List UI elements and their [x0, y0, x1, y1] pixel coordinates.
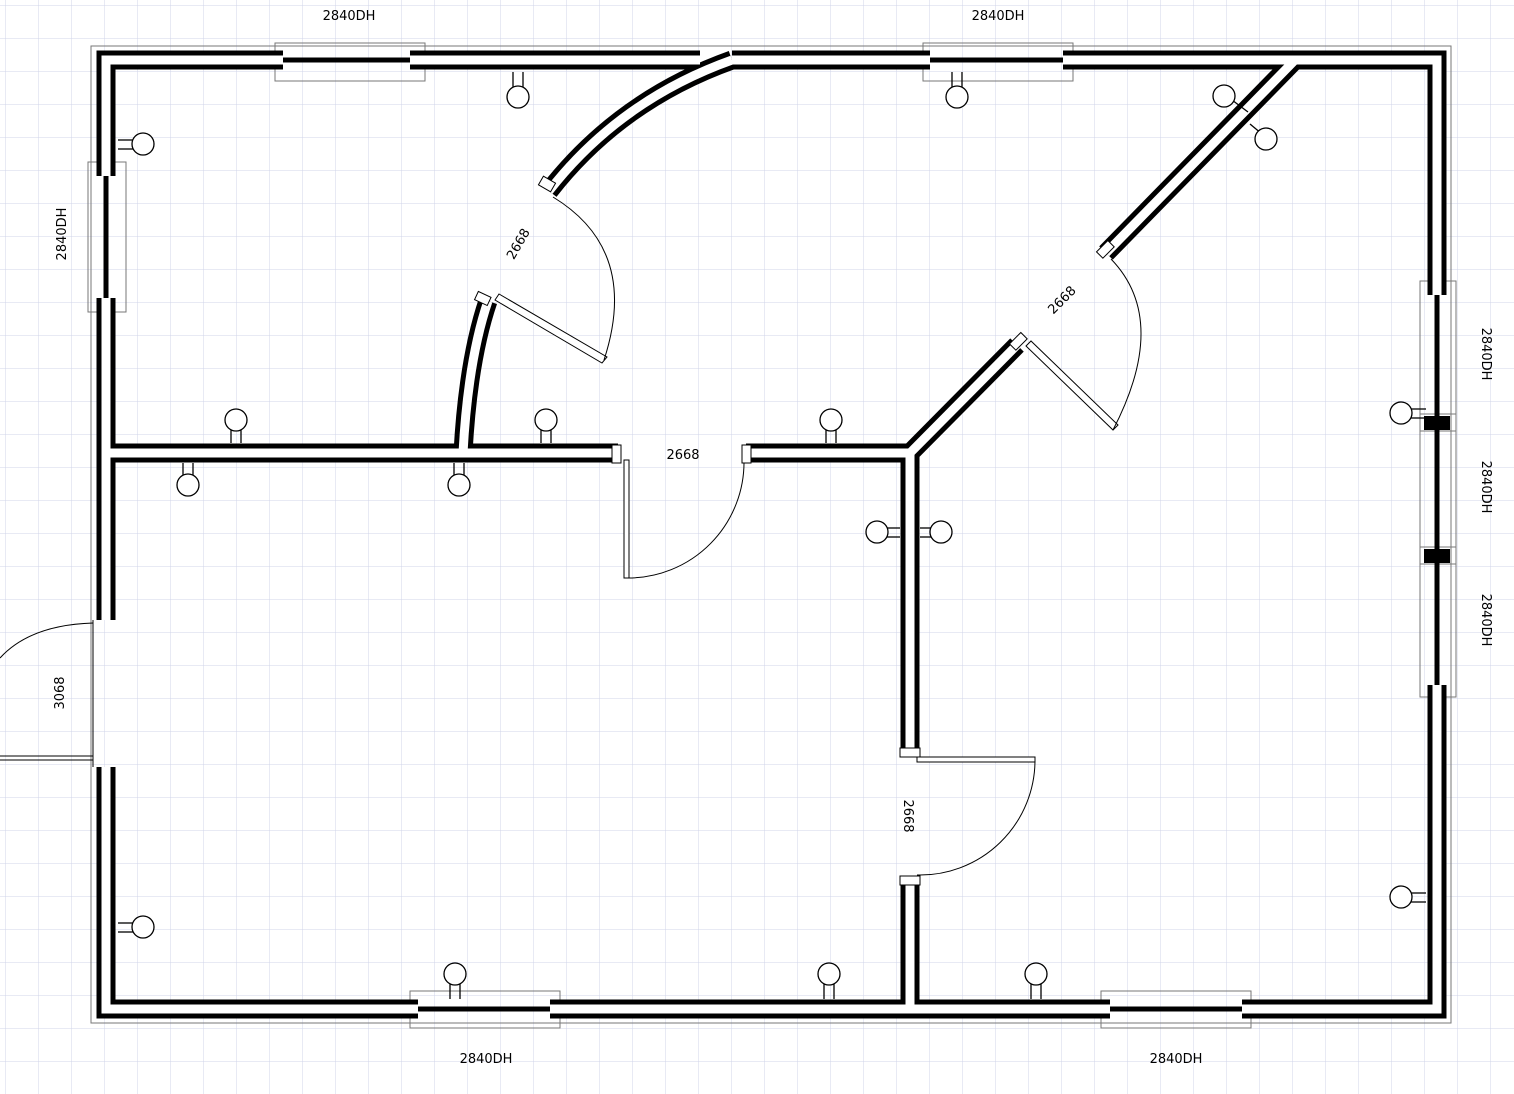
door-label-lower: 2668 [900, 799, 915, 832]
door-swing-entry [0, 622, 94, 659]
outlet-icon [118, 915, 155, 939]
window-mullion [1424, 416, 1450, 430]
outlet-icon [1212, 84, 1249, 113]
outlet-icon [945, 72, 969, 109]
window-panes [103, 57, 1450, 1012]
exterior-outline [90, 45, 1452, 1024]
outlet-icon [819, 408, 843, 443]
door-leaf-hall [623, 459, 630, 579]
walls [96, 50, 1447, 1019]
door-swing-curved [552, 196, 615, 361]
outlet-icon [1249, 123, 1278, 151]
door-label-entry: 3068 [53, 676, 68, 709]
outlet-icon [1389, 885, 1426, 909]
labels: 2840DH 2840DH 2840DH 2840DH 2840DH 2840D… [53, 9, 1493, 1067]
outlet-icon [817, 962, 841, 999]
door-leaf-lower [916, 756, 1036, 763]
door-leaf-diagonal [1025, 340, 1119, 431]
window-label-right-1: 2840DH [1478, 328, 1493, 381]
window-mullion [1424, 549, 1450, 563]
outlet-icon [865, 520, 900, 544]
window-label-bottom-left: 2840DH [460, 1052, 513, 1067]
door-swing-diagonal [1110, 258, 1142, 431]
outlet-icon [1024, 962, 1048, 999]
door-swing-hall [627, 459, 745, 579]
window-label-top-left: 2840DH [323, 9, 376, 24]
outlet-icon [1389, 401, 1426, 425]
door-leaf-curved [494, 293, 608, 364]
outlet-icon [443, 962, 467, 999]
outlet-icon [447, 463, 471, 497]
outlet-icon [506, 72, 530, 109]
outlets [118, 72, 1426, 999]
window-label-bottom-right: 2840DH [1150, 1052, 1203, 1067]
doors [0, 175, 1142, 886]
door-swing-lower [916, 759, 1036, 876]
door-label-hall: 2668 [666, 448, 699, 463]
outlet-icon [920, 520, 953, 544]
outlet-icon [534, 408, 558, 443]
outlet-icon [176, 463, 200, 497]
window-label-top-right: 2840DH [972, 9, 1025, 24]
outlet-icon [224, 408, 248, 443]
outlet-icon [118, 132, 155, 156]
window-label-left: 2840DH [55, 208, 70, 261]
window-label-right-2: 2840DH [1478, 461, 1493, 514]
window-label-right-3: 2840DH [1478, 594, 1493, 647]
